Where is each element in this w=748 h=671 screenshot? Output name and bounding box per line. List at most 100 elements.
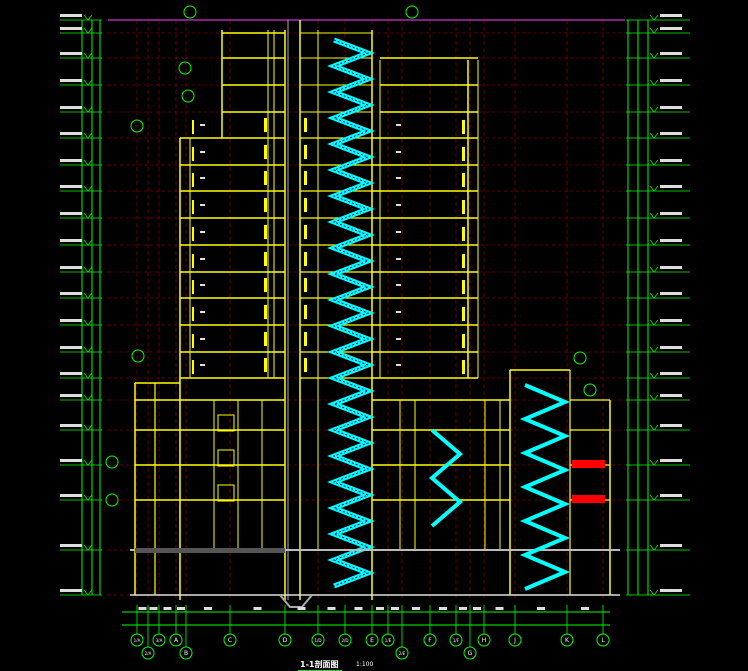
dimension-text xyxy=(327,607,336,610)
highlight-bar xyxy=(572,495,605,503)
axis-bubble xyxy=(449,633,463,647)
elevation-marker xyxy=(83,292,93,299)
elevation-label xyxy=(660,159,682,162)
axis-bubble xyxy=(338,633,352,647)
elevation-marker xyxy=(83,27,93,34)
elevation-marker xyxy=(649,544,659,551)
elevation-label xyxy=(660,544,682,547)
elevation-label xyxy=(60,212,82,215)
elevation-label xyxy=(60,319,82,322)
elevation-label xyxy=(60,372,82,375)
elevation-label xyxy=(660,266,682,269)
dimension-text xyxy=(439,607,447,610)
door xyxy=(304,305,307,319)
door xyxy=(264,332,267,346)
room-label xyxy=(200,177,205,179)
room-label xyxy=(396,177,401,179)
window xyxy=(192,227,194,241)
window xyxy=(192,173,194,187)
stair-flight xyxy=(519,383,571,591)
axis-label: 1/F xyxy=(453,638,460,643)
window xyxy=(462,360,465,374)
elevation-marker xyxy=(83,212,93,219)
window xyxy=(462,173,465,187)
window xyxy=(462,280,465,294)
ground-fill xyxy=(135,548,285,553)
axis-label: 1/A xyxy=(134,638,141,643)
window xyxy=(192,334,194,348)
elevation-marker xyxy=(83,266,93,273)
door xyxy=(264,118,267,132)
elevation-marker xyxy=(83,544,93,551)
elevation-marker xyxy=(649,589,659,596)
axis-label: 2/A xyxy=(145,651,152,656)
axis-bubble xyxy=(423,633,437,647)
door xyxy=(264,252,267,266)
dimension-text xyxy=(581,607,589,610)
dimension-text xyxy=(163,607,172,610)
axis-bubble xyxy=(278,633,292,647)
room-label xyxy=(396,284,401,286)
elevation-label xyxy=(60,266,82,269)
dimension-text xyxy=(473,607,481,610)
elevation-marker xyxy=(83,159,93,166)
axis-bubble xyxy=(130,633,144,647)
dimension-text xyxy=(391,607,399,610)
elevation-label xyxy=(60,459,82,462)
room-label xyxy=(396,258,401,260)
elevation-marker xyxy=(83,319,93,326)
elevation-marker xyxy=(83,239,93,246)
opening xyxy=(217,449,235,467)
dimension-text xyxy=(297,607,306,610)
window xyxy=(192,200,194,214)
axis-bubble xyxy=(152,633,166,647)
window xyxy=(462,120,465,134)
dimension-text xyxy=(459,607,467,610)
axis-bubble xyxy=(560,633,574,647)
axis-label: E xyxy=(370,637,374,644)
pit xyxy=(279,594,313,608)
axis-bubble xyxy=(169,633,183,647)
elevation-marker xyxy=(83,132,93,139)
room-label xyxy=(396,124,401,126)
elevation-marker xyxy=(83,185,93,192)
elevation-marker xyxy=(649,424,659,431)
elevation-label xyxy=(60,589,82,592)
room-label xyxy=(396,364,401,366)
detail-callout xyxy=(405,5,419,19)
dimension-text xyxy=(376,607,384,610)
elevation-label xyxy=(660,212,682,215)
dimension-text xyxy=(495,607,504,610)
drawing-title: 1-1剖面图 xyxy=(300,660,339,669)
door xyxy=(304,278,307,292)
axis-bubble xyxy=(508,633,522,647)
axis-label: F xyxy=(428,637,432,644)
room-label xyxy=(200,284,205,286)
room-label xyxy=(396,231,401,233)
axis-bubble xyxy=(381,633,395,647)
window xyxy=(192,254,194,268)
dimension-text xyxy=(138,607,147,610)
axis-bubble xyxy=(596,633,610,647)
axis-bubble xyxy=(311,633,325,647)
elevation-label xyxy=(660,185,682,188)
elevation-label xyxy=(60,239,82,242)
axis-bubble xyxy=(365,633,379,647)
door xyxy=(304,198,307,212)
axis-label: G xyxy=(468,650,473,657)
elevation-marker xyxy=(649,132,659,139)
elevation-marker xyxy=(83,14,93,21)
opening xyxy=(217,484,235,502)
elevation-marker xyxy=(649,27,659,34)
elevation-marker xyxy=(83,494,93,501)
elevation-marker xyxy=(649,494,659,501)
highlight-bar xyxy=(572,460,605,468)
elevation-label xyxy=(60,494,82,497)
axis-label: 1/E xyxy=(385,638,392,643)
elevation-marker xyxy=(649,319,659,326)
door xyxy=(304,225,307,239)
elevation-marker xyxy=(83,106,93,113)
room-label xyxy=(200,311,205,313)
dimension-text xyxy=(149,607,158,610)
